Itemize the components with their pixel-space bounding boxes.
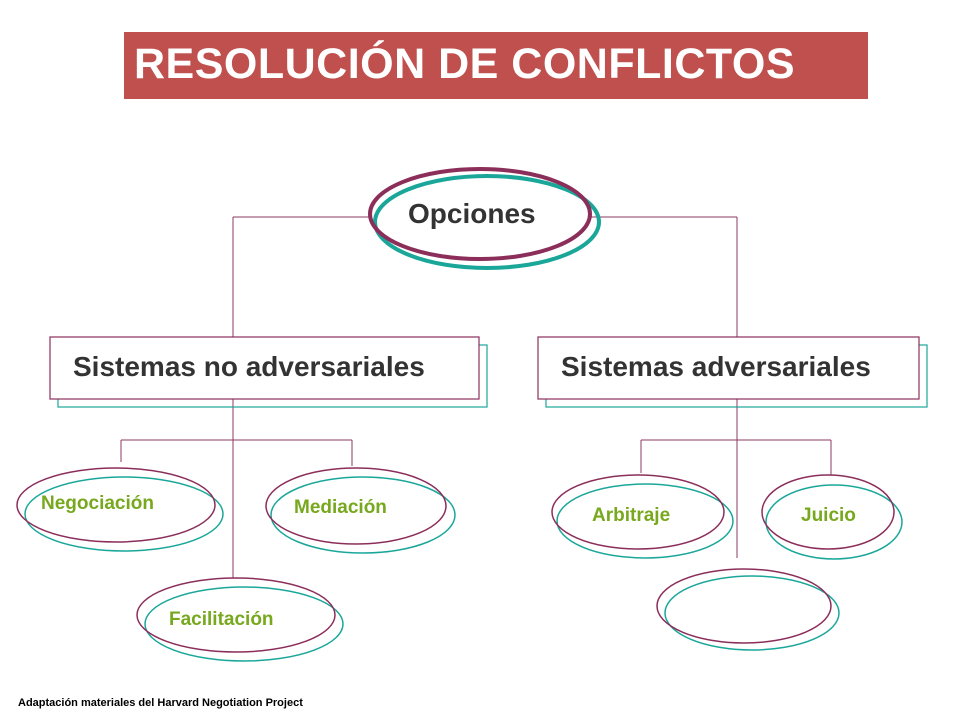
leaf-arbitraje — [551, 474, 734, 559]
leaf-label-negociacion: Negociación — [41, 493, 154, 514]
left-box-outline-maroon — [49, 336, 480, 400]
connector-left-children — [120, 398, 353, 578]
page-title: RESOLUCIÓN DE CONFLICTOS — [134, 40, 796, 88]
title-bar: RESOLUCIÓN DE CONFLICTOS — [124, 32, 868, 99]
leaf-outline-teal — [270, 476, 456, 554]
leaf-outline-maroon — [551, 474, 725, 550]
leaf-outline-teal — [144, 586, 344, 662]
leaf-outline-teal — [556, 483, 734, 559]
root-outline-teal — [373, 174, 601, 270]
connectors — [120, 216, 832, 578]
leaf-outline-maroon — [16, 467, 216, 543]
connector-right-children — [640, 398, 832, 558]
leaf-negociacion — [16, 467, 224, 552]
leaf-outline-teal — [664, 575, 840, 651]
leaf-juicio — [761, 474, 903, 560]
leaf-outline-maroon — [265, 467, 447, 545]
root-node — [368, 167, 601, 270]
root-node-label: Opciones — [408, 198, 536, 229]
leaf-outline-maroon — [656, 568, 832, 644]
leaf-label-mediacion: Mediación — [294, 497, 387, 518]
right-branch-label: Sistemas adversariales — [561, 351, 871, 382]
right-box-outline-maroon — [537, 336, 920, 400]
leaf-label-facilitacion: Facilitación — [169, 609, 274, 630]
left-branch-label: Sistemas no adversariales — [73, 351, 425, 382]
footer-credit: Adaptación materiales del Harvard Negoti… — [18, 697, 303, 709]
left-branch-box — [49, 336, 488, 408]
leaf-empty — [656, 568, 840, 651]
leaf-facilitacion — [136, 577, 344, 662]
leaf-outline-teal — [24, 476, 224, 552]
leaf-outline-teal — [765, 484, 903, 560]
leaf-label-juicio: Juicio — [801, 505, 856, 526]
right-branch-box — [537, 336, 928, 408]
leaf-mediacion — [265, 467, 456, 554]
leaf-label-arbitraje: Arbitraje — [592, 505, 671, 526]
leaf-outline-maroon — [136, 577, 336, 653]
root-outline-maroon — [368, 167, 592, 261]
leaf-outline-maroon — [761, 474, 895, 550]
connector-root-branches — [232, 216, 738, 337]
root-label-backdrop — [398, 196, 560, 236]
